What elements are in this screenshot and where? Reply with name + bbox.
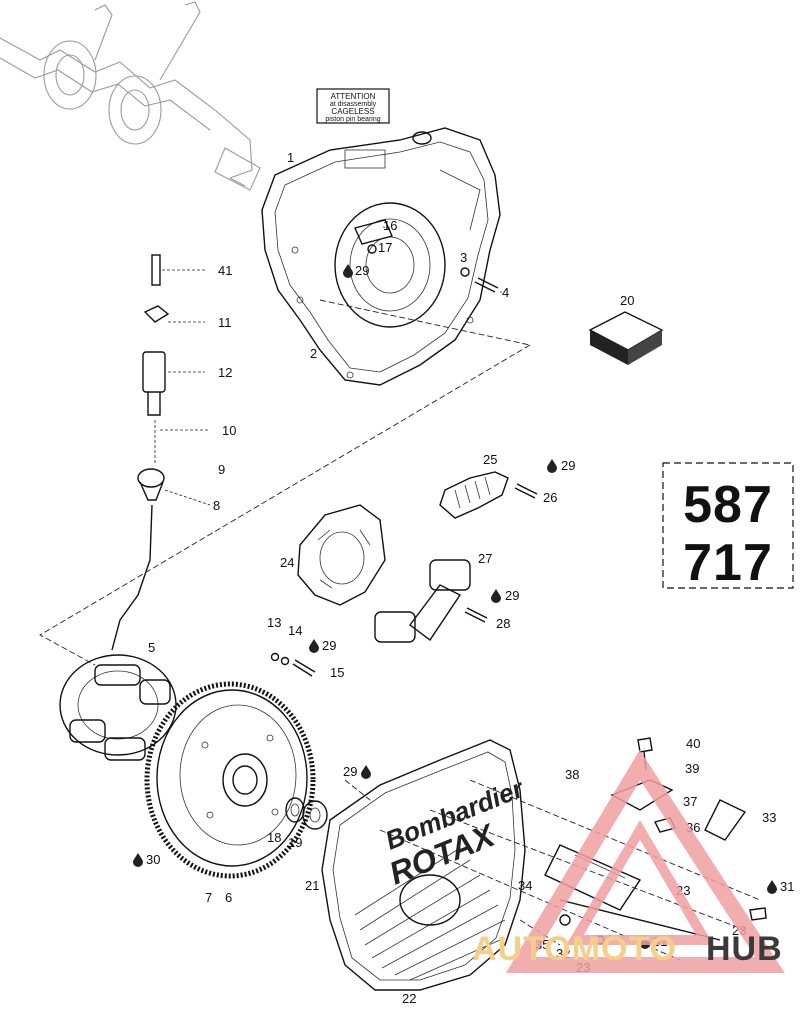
- label-14: 14: [288, 623, 302, 638]
- label-1: 1: [287, 150, 294, 165]
- label-21: 21: [305, 878, 319, 893]
- label-7: 7: [205, 890, 212, 905]
- label-28: 28: [496, 616, 510, 631]
- attention-line-4: piston pin bearing: [325, 116, 380, 123]
- label-18: 18: [267, 830, 281, 845]
- label-20: 20: [620, 293, 634, 308]
- drop-icon: [491, 589, 501, 603]
- label-31-a: 31: [780, 879, 794, 894]
- label-41: 41: [218, 263, 232, 278]
- label-24: 24: [280, 555, 294, 570]
- flywheel: [144, 681, 316, 879]
- label-8: 8: [213, 498, 220, 513]
- label-10: 10: [222, 423, 236, 438]
- drop-icon: [361, 765, 371, 779]
- watermark-logo: [505, 749, 785, 973]
- washer-nut: [285, 797, 328, 830]
- watermark-text-automoto: AUTOMOTO: [472, 930, 677, 968]
- label-16: 16: [383, 218, 397, 233]
- drop-icon: [309, 639, 319, 653]
- label-30: 30: [146, 852, 160, 867]
- watermark-triangle-inner: [566, 820, 714, 945]
- label-40: 40: [686, 736, 700, 751]
- drop-icon: [767, 880, 777, 894]
- label-17: 17: [378, 240, 392, 255]
- crankcase-housing: [261, 127, 501, 386]
- attention-line-1: ATTENTION: [331, 92, 376, 101]
- label-29-c: 29: [505, 588, 519, 603]
- engine-code-box: 587 717: [662, 462, 794, 592]
- bolt-13-14-15: [270, 652, 316, 677]
- attention-line-2: at disassembly: [330, 101, 377, 108]
- drop-icon: [547, 459, 557, 473]
- coil-25: [439, 471, 538, 519]
- engine-code-587: 587: [683, 476, 773, 534]
- label-34: 34: [518, 878, 532, 893]
- label-15: 15: [330, 665, 344, 680]
- label-27: 27: [478, 551, 492, 566]
- label-29-d: 29: [322, 638, 336, 653]
- label-39: 39: [685, 761, 699, 776]
- label-2: 2: [310, 346, 317, 361]
- label-12: 12: [218, 365, 232, 380]
- label-3: 3: [460, 250, 467, 265]
- drop-icon: [133, 853, 143, 867]
- leader-lines: [160, 226, 502, 506]
- sensor-stack: [111, 254, 170, 651]
- label-25: 25: [483, 452, 497, 467]
- label-11: 11: [218, 315, 232, 330]
- label-29-b: 29: [561, 458, 575, 473]
- drop-icon: [343, 264, 353, 278]
- label-19: 19: [288, 835, 302, 850]
- label-13: 13: [267, 615, 281, 630]
- drop-icons: [133, 264, 777, 949]
- watermark-triangle-outer: [505, 749, 785, 973]
- label-29-e: 29: [343, 764, 357, 779]
- label-4: 4: [502, 285, 509, 300]
- label-38: 38: [565, 767, 579, 782]
- stator-plate: [59, 654, 177, 761]
- attention-line-3: CAGELESS: [331, 107, 374, 116]
- label-26: 26: [543, 490, 557, 505]
- part-20-pad: [588, 311, 664, 365]
- label-22: 22: [402, 991, 416, 1006]
- label-29-a: 29: [355, 263, 369, 278]
- attention-sticker: ATTENTION at disassembly CAGELESS piston…: [316, 88, 390, 124]
- label-37: 37: [683, 794, 697, 809]
- coil-27: [374, 559, 488, 643]
- cover-ribs: [354, 847, 506, 981]
- engine-code-717: 717: [683, 534, 773, 592]
- label-6: 6: [225, 890, 232, 905]
- crankshaft: [0, 1, 261, 191]
- trigger-plate: [297, 504, 386, 606]
- label-5: 5: [148, 640, 155, 655]
- watermark-text-hub: HUB: [706, 930, 783, 968]
- label-33: 33: [762, 810, 776, 825]
- label-9: 9: [218, 462, 225, 477]
